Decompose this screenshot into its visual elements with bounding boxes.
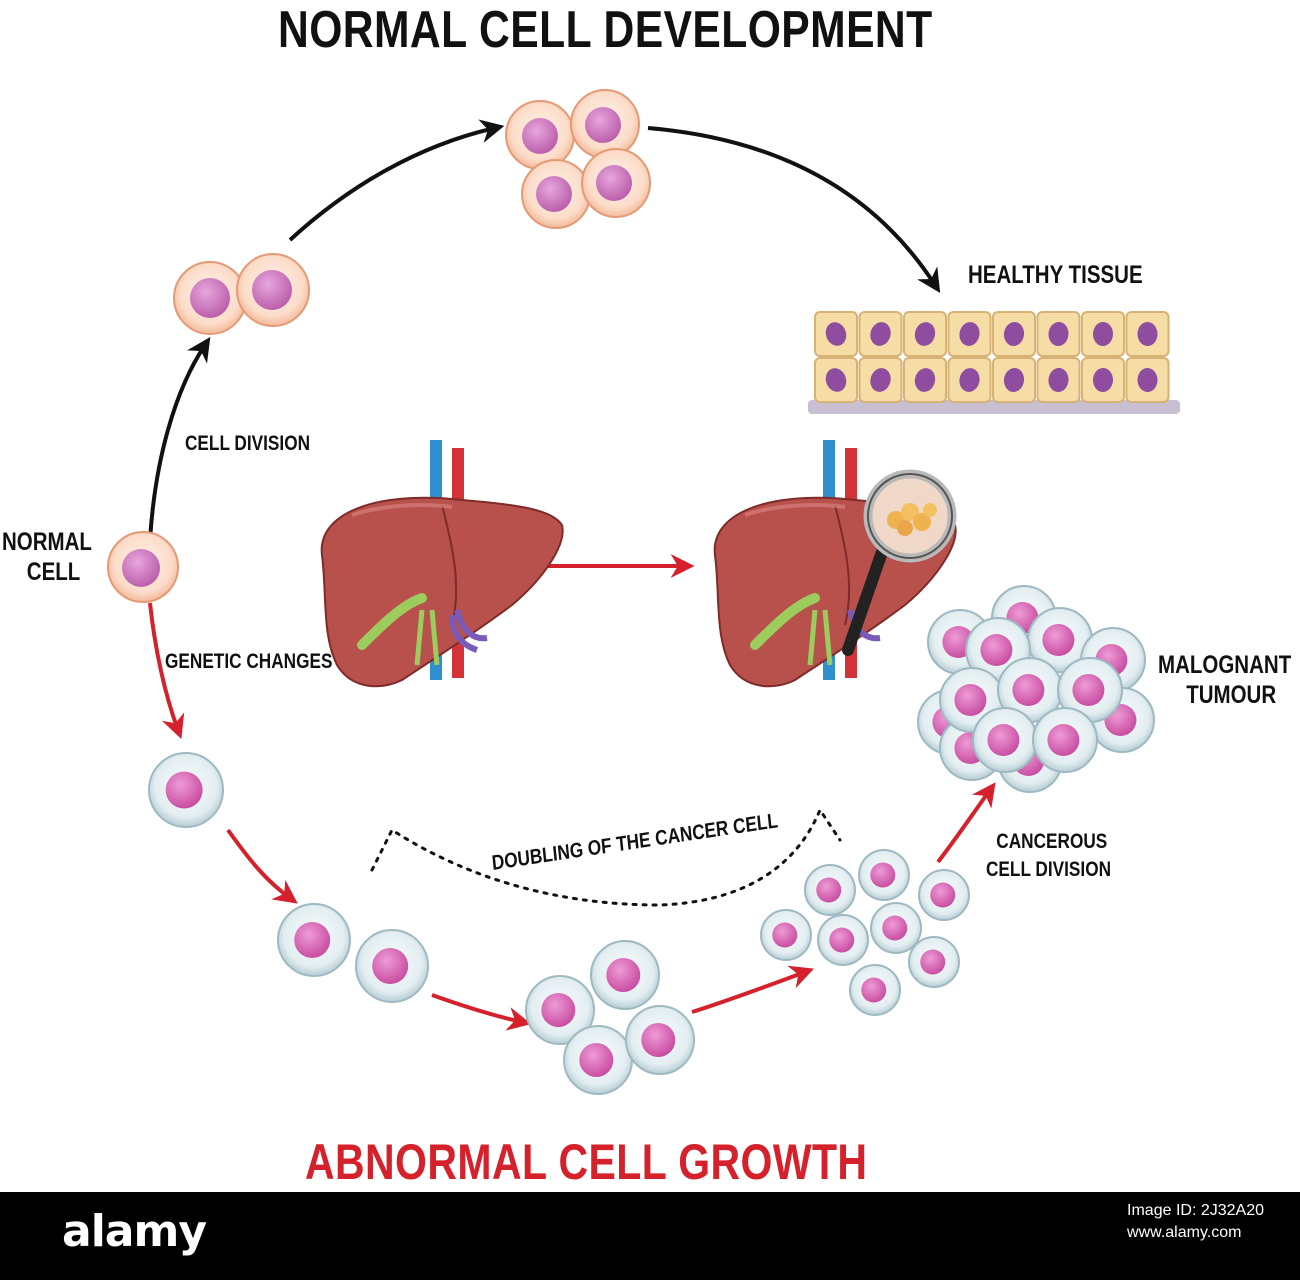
arrow-cancerous-division (936, 782, 996, 864)
tissue-nucleus (914, 322, 936, 346)
tissue-nucleus (870, 368, 891, 392)
doubling-bracket (370, 806, 842, 907)
four-normal-cells (505, 89, 651, 229)
stock-footer-bar: alamy Image ID: 2J32A20 www.alamy.com (0, 1192, 1300, 1280)
magnifier-icon (842, 469, 957, 656)
cancer-cell (918, 869, 970, 921)
footer-url: www.alamy.com (1127, 1224, 1242, 1241)
malignant-tumour (917, 585, 1155, 793)
tumour-cell (1032, 707, 1098, 773)
cancer-cell (563, 1025, 633, 1095)
label-malignant-line1: MALOGNANT (1158, 651, 1292, 679)
cancer-cell (849, 964, 901, 1016)
tissue-nucleus (1137, 322, 1158, 346)
two-normal-cells (173, 253, 310, 335)
label-malignant-line2: TUMOUR (1186, 681, 1277, 709)
tissue-nucleus (1137, 368, 1158, 392)
tissue-nucleus (1003, 368, 1025, 392)
arrow-cell-division (148, 337, 211, 541)
tissue-nucleus (825, 322, 847, 346)
label-normal-cell-line1: NORMAL (2, 528, 92, 556)
cancer-cell (760, 909, 812, 961)
label-genetic-changes: GENETIC CHANGES (165, 650, 333, 673)
diagram-canvas (107, 89, 1180, 1095)
label-normal-cell-line2: CELL (26, 558, 81, 586)
tissue-nucleus (1048, 322, 1069, 346)
tumour-cell (972, 707, 1038, 773)
cancer-cell (625, 1005, 695, 1075)
tissue-nucleus (1092, 368, 1114, 392)
normal-cell (107, 531, 179, 603)
cancer-cell (277, 903, 351, 977)
cancer-cells-eight (760, 849, 970, 1016)
arrow-to-tissue (647, 126, 941, 294)
cancer-cell-single (148, 752, 224, 828)
cancer-cells-four (525, 940, 695, 1095)
tissue-nucleus (870, 322, 891, 346)
cancer-cell (804, 864, 856, 916)
label-cancerous-line1: CANCEROUS (996, 830, 1108, 853)
cancer-cell (525, 975, 595, 1045)
cancer-cell (355, 929, 429, 1003)
label-normal-cell: NORMAL CELL (2, 527, 92, 587)
diagram-art (107, 89, 1180, 1095)
cancer-cell (858, 849, 910, 901)
tissue-nucleus (914, 368, 936, 392)
tissue-nucleus (1048, 368, 1069, 392)
cancer-cell (148, 752, 224, 828)
arrow-to-four-cancer (431, 993, 532, 1031)
arrow-cancer-split (226, 828, 298, 904)
arrow-genetic-changes (148, 602, 185, 739)
tissue-nucleus (959, 368, 980, 392)
title-abnormal-cell-growth: ABNORMAL CELL GROWTH (305, 1134, 868, 1190)
image-id-text: Image ID: 2J32A20 (1127, 1202, 1264, 1219)
cancer-cell (908, 936, 960, 988)
tissue-nucleus (1003, 322, 1025, 346)
arrow-to-four-cells (288, 119, 505, 242)
liver-diseased (712, 440, 958, 689)
tissue-nucleus (1092, 322, 1114, 346)
cancer-cells-pair (277, 903, 429, 1003)
label-healthy-tissue: HEALTHY TISSUE (968, 261, 1143, 289)
footer-meta: Image ID: 2J32A20 www.alamy.com (1127, 1200, 1264, 1244)
label-cancerous-line2: CELL DIVISION (986, 858, 1112, 881)
alamy-logo: alamy (62, 1206, 207, 1257)
tissue-nucleus (825, 368, 847, 392)
cancer-cell (817, 914, 869, 966)
arrow-to-eight-cancer (691, 965, 814, 1014)
healthy-tissue (808, 311, 1180, 414)
label-cell-division: CELL DIVISION (185, 432, 311, 455)
liver-healthy (319, 440, 565, 689)
tissue-nucleus (959, 322, 980, 346)
label-malignant-tumour: MALOGNANT TUMOUR (1158, 650, 1291, 710)
cancer-cell (870, 902, 922, 954)
cancer-cell (590, 940, 660, 1010)
label-cancerous-cell-division: CANCEROUS CELL DIVISION (986, 828, 1111, 884)
title-normal-cell-development: NORMAL CELL DEVELOPMENT (278, 1, 933, 59)
